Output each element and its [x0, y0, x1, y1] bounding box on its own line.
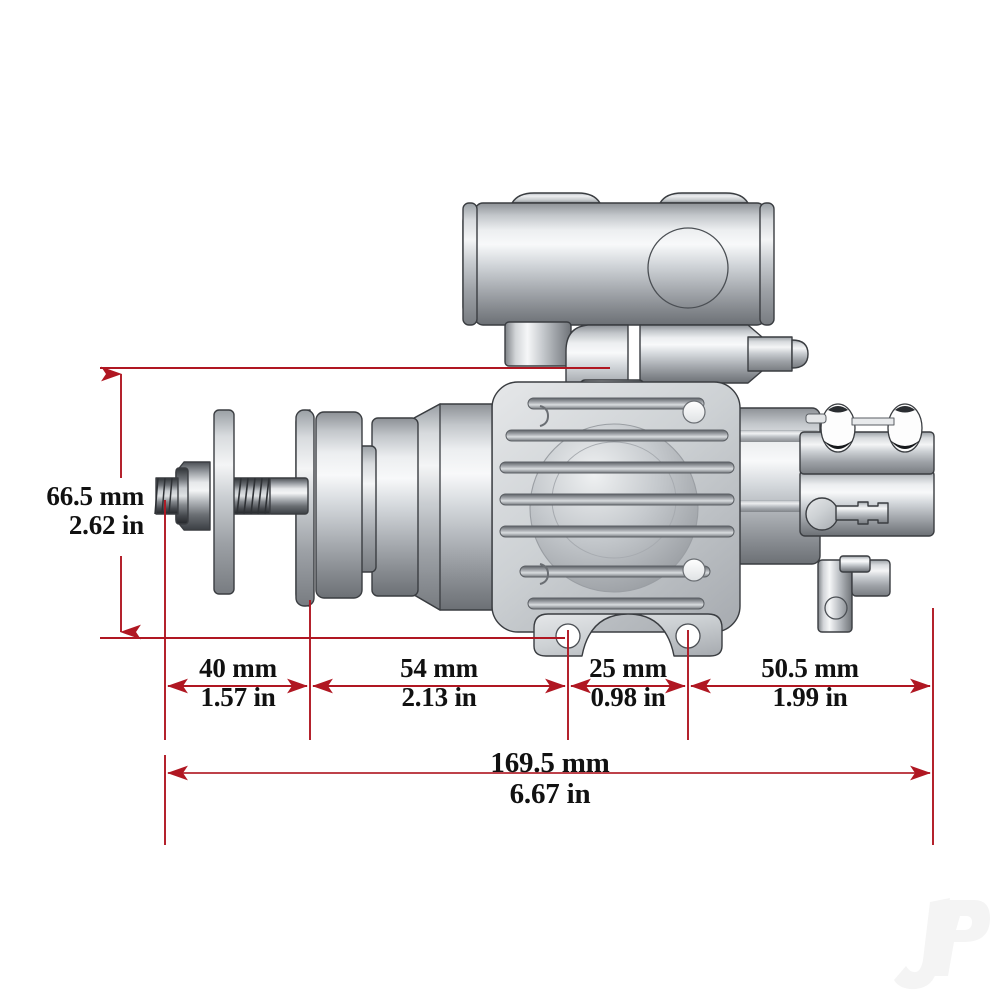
- propeller-nut-part: [154, 461, 211, 531]
- segment-4-mm: 50.5 mm: [761, 653, 859, 683]
- propeller-washer-part: [213, 409, 235, 595]
- dimension-label-segment-2: 54 mm 2.13 in: [352, 654, 526, 711]
- segment-3-in: 0.98 in: [590, 681, 666, 712]
- dimension-label-segment-1: 40 mm 1.57 in: [162, 654, 314, 711]
- segment-1-mm: 40 mm: [199, 653, 277, 683]
- muffler-part: [462, 192, 775, 367]
- dimension-label-segment-4: 50.5 mm 1.99 in: [718, 654, 902, 711]
- segment-3-mm: 25 mm: [589, 653, 667, 683]
- segment-4-in: 1.99 in: [772, 681, 848, 712]
- height-in: 2.62 in: [68, 509, 144, 540]
- segment-1-in: 1.57 in: [200, 681, 276, 712]
- needle-valve-icon: [805, 403, 923, 453]
- segment-2-mm: 54 mm: [400, 653, 478, 683]
- total-mm: 169.5 mm: [490, 747, 610, 779]
- height-mm: 66.5 mm: [46, 481, 144, 511]
- total-in: 6.67 in: [509, 777, 591, 810]
- dimension-label-segment-3: 25 mm 0.98 in: [553, 654, 703, 711]
- propeller-shaft-part: [229, 477, 309, 515]
- dimension-label-total: 169.5 mm 6.67 in: [400, 748, 700, 809]
- nut-thread-stub: [154, 477, 179, 515]
- extension-lines: [100, 367, 934, 845]
- carburettor-part: [799, 403, 935, 633]
- dimension-label-height: 66.5 mm 2.62 in: [22, 482, 144, 539]
- fuel-nipple-part: [805, 497, 889, 531]
- cooling-fins: [499, 397, 735, 610]
- segment-2-in: 2.13 in: [401, 681, 477, 712]
- jp-logo-watermark: [894, 898, 990, 990]
